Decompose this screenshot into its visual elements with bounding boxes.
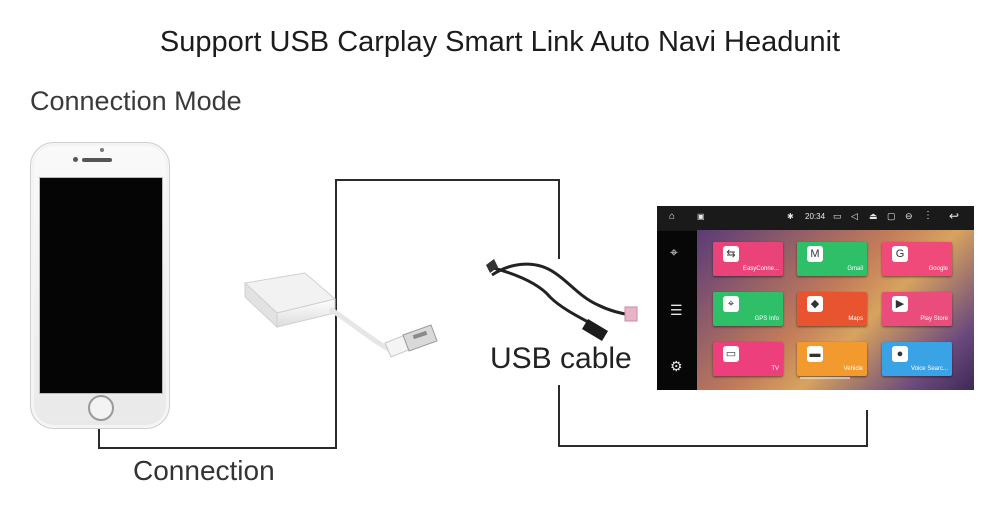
phone-speaker	[82, 158, 112, 162]
phone-home-button	[88, 395, 114, 421]
volume-icon[interactable]: ◁	[851, 211, 858, 221]
wire-phone-down	[98, 425, 100, 449]
phone-camera	[73, 157, 78, 162]
usb-cable	[486, 259, 638, 341]
app-tile-label: EasyConne...	[742, 266, 779, 272]
vehicle-icon: ▬	[807, 346, 823, 362]
link-icon: ⇆	[723, 246, 739, 262]
app-tile-label: Google	[928, 266, 948, 272]
app-tile-label: GPS Info	[754, 316, 779, 322]
app-tile-label: Gmail	[847, 266, 863, 272]
app-tile[interactable]: M Gmail	[797, 242, 867, 276]
gps-icon: ⌖	[723, 296, 739, 312]
page-indicator	[800, 377, 850, 379]
app-tile[interactable]: ▭ TV	[713, 342, 783, 376]
tv-icon: ▭	[723, 346, 739, 362]
headunit-status-bar: ⌂ ▣ ✱ 20:34 ▭ ◁ ⏏ ▢ ⊖ ⋮ ↩	[657, 206, 974, 231]
app-tile[interactable]: ▬ Vehicle	[797, 342, 867, 376]
connection-mode-heading: Connection Mode	[30, 86, 242, 116]
menu-icon[interactable]: ⋮	[923, 210, 933, 221]
phone-sensor	[100, 148, 104, 152]
wire-headunit-down	[866, 410, 868, 447]
app-tile[interactable]: G Google	[882, 242, 952, 276]
maps-icon: ◆	[807, 296, 823, 312]
location-pin-icon[interactable]: ⌖	[670, 244, 678, 260]
app-tile-label: Voice Searc...	[910, 366, 948, 372]
app-tile[interactable]: ⌖ GPS Info	[713, 292, 783, 326]
play-store-icon: ▶	[892, 296, 908, 312]
headunit-screen: ⌂ ▣ ✱ 20:34 ▭ ◁ ⏏ ▢ ⊖ ⋮ ↩ ⌖ ☰ ⚙ ⇆EasyCon…	[657, 206, 974, 390]
app-tile[interactable]: ●Voice Searc...	[882, 342, 952, 376]
app-tile-label: TV	[771, 366, 779, 372]
screen-icon[interactable]: ▭	[833, 211, 842, 221]
bluetooth-icon: ✱	[787, 212, 794, 221]
gmail-icon: M	[807, 246, 823, 262]
headunit-sidebar: ⌖ ☰ ⚙	[657, 230, 697, 390]
google-icon: G	[892, 246, 908, 262]
wire-right-vertical-top	[558, 179, 560, 259]
back-icon[interactable]: ↩	[949, 209, 960, 223]
notification-icon: ▣	[697, 212, 705, 221]
app-tile-label: Vehicle	[843, 366, 863, 372]
wire-bottom-right	[558, 445, 868, 447]
equalizer-icon[interactable]: ☰	[670, 302, 683, 318]
phone-screen	[39, 177, 163, 394]
wire-top	[335, 179, 560, 181]
wire-bottom-left	[98, 447, 337, 449]
app-tile[interactable]: ⇆EasyConne...	[713, 242, 783, 276]
clock-time: 20:34	[805, 212, 826, 221]
page-title: Support USB Carplay Smart Link Auto Navi…	[159, 26, 841, 58]
toggle-icon[interactable]: ⊖	[905, 211, 913, 221]
display-icon[interactable]: ▢	[887, 211, 896, 221]
headunit-app-grid: ⇆EasyConne... M Gmail G Google ⌖ GPS Info ◆ Maps…	[697, 230, 974, 390]
usb-cable-label: USB cable	[490, 342, 632, 375]
settings-gear-icon[interactable]: ⚙	[670, 358, 683, 374]
app-tile[interactable]: ▶ Play Store	[882, 292, 952, 326]
app-tile-label: Maps	[848, 316, 863, 322]
eject-icon[interactable]: ⏏	[869, 211, 878, 221]
wire-right-vertical-bottom	[558, 385, 560, 447]
connection-label: Connection	[133, 455, 275, 486]
app-tile[interactable]: ◆ Maps	[797, 292, 867, 326]
microphone-icon: ●	[892, 346, 908, 362]
carplay-dongle	[243, 272, 438, 358]
home-icon[interactable]: ⌂	[669, 211, 676, 222]
app-tile-label: Play Store	[920, 316, 948, 322]
